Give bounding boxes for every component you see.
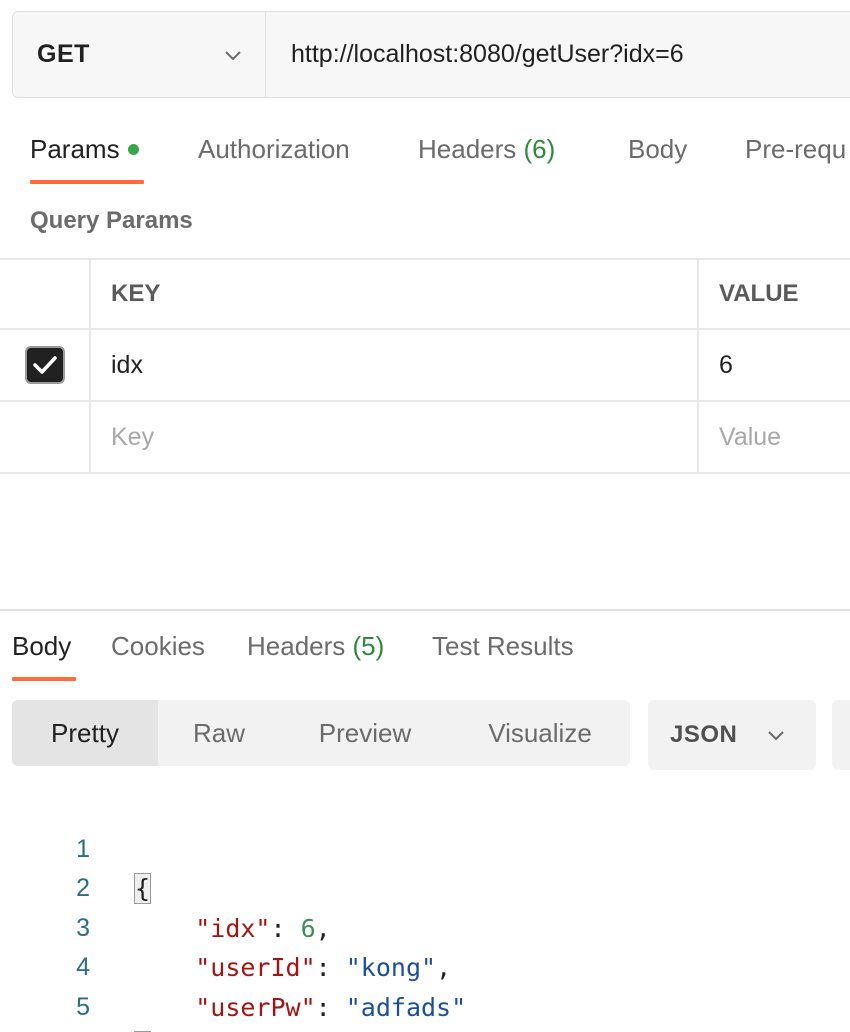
tab-response-headers-label: Headers xyxy=(247,631,346,661)
table-row: idx 6 xyxy=(0,330,850,402)
code-line: 2 "idx": 6, xyxy=(0,830,850,943)
open-brace: { xyxy=(133,873,152,904)
method-select[interactable]: GET xyxy=(13,12,266,97)
json-key: "userId" xyxy=(195,953,316,982)
tab-headers[interactable]: Headers (6) xyxy=(418,134,555,165)
view-mode-group: Pretty Raw Preview Visualize xyxy=(12,700,630,766)
view-pretty-button[interactable]: Pretty xyxy=(12,700,158,766)
tab-response-headers-count: (5) xyxy=(352,631,385,661)
json-comma: , xyxy=(315,913,331,943)
line-number: 2 xyxy=(76,874,90,902)
view-visualize-button[interactable]: Visualize xyxy=(488,717,592,748)
wrap-toggle-button[interactable] xyxy=(832,700,850,770)
json-value: "kong" xyxy=(345,953,437,982)
chevron-down-icon xyxy=(768,731,784,741)
tab-params-label: Params xyxy=(30,134,120,164)
line-number: 3 xyxy=(76,913,90,942)
tab-response-body[interactable]: Body xyxy=(12,631,72,661)
request-bar: GET xyxy=(12,11,850,98)
view-raw-button[interactable]: Raw xyxy=(192,717,245,748)
format-select[interactable]: JSON xyxy=(648,700,816,770)
json-value: 6 xyxy=(300,913,316,943)
tab-body[interactable]: Body xyxy=(628,134,688,164)
table-row-empty: Key Value xyxy=(0,402,850,474)
json-value: "adfads" xyxy=(345,992,467,1022)
tab-headers-count: (6) xyxy=(523,134,556,164)
response-tabs: Body Cookies Headers (5) Test Results xyxy=(0,611,850,686)
value-column-header: VALUE xyxy=(719,280,799,307)
param-value-cell[interactable]: 6 xyxy=(719,350,733,379)
pane-divider[interactable] xyxy=(0,609,850,611)
param-key-cell[interactable]: idx xyxy=(91,330,699,400)
key-column-header: KEY xyxy=(91,260,699,328)
chevron-down-icon xyxy=(225,50,241,60)
tab-headers-label: Headers xyxy=(418,134,517,164)
empty-check-cell xyxy=(0,402,91,472)
params-active-dot xyxy=(127,143,139,155)
json-key: "userPw" xyxy=(195,992,316,1022)
checkmark-icon xyxy=(32,356,57,374)
header-check-cell xyxy=(0,260,91,328)
format-label: JSON xyxy=(670,721,738,748)
line-number: 1 xyxy=(76,834,90,863)
query-params-table: KEY VALUE idx 6 Key Value xyxy=(0,258,850,474)
tab-cookies[interactable]: Cookies xyxy=(111,631,205,661)
request-tabs: Params Authorization Headers (6) Body Pr… xyxy=(0,118,850,188)
line-number: 5 xyxy=(76,992,90,1021)
line-number: 4 xyxy=(76,953,90,981)
tab-authorization[interactable]: Authorization xyxy=(198,134,350,164)
tab-prerequest[interactable]: Pre-requ xyxy=(745,134,847,164)
code-line: 4 "userPw": "adfads" xyxy=(0,909,850,1022)
new-value-input[interactable]: Value xyxy=(719,422,782,451)
json-key: "idx" xyxy=(195,913,271,943)
query-params-title: Query Params xyxy=(30,207,193,234)
code-line: 1 { xyxy=(0,790,850,904)
tab-response-headers[interactable]: Headers (5) xyxy=(247,631,384,662)
param-checkbox[interactable] xyxy=(24,346,65,384)
row-check-cell xyxy=(0,330,91,400)
tab-test-results[interactable]: Test Results xyxy=(432,631,574,661)
new-key-input[interactable]: Key xyxy=(91,402,699,472)
response-body-code: 1 { 2 "idx": 6, 3 "userId": "kong", 4 "u… xyxy=(0,790,850,1032)
url-input[interactable] xyxy=(266,12,850,97)
table-header-row: KEY VALUE xyxy=(0,258,850,330)
json-comma: , xyxy=(436,953,452,982)
code-line: 3 "userId": "kong", xyxy=(0,869,850,983)
tab-response-body-underline xyxy=(12,677,76,681)
tab-params[interactable]: Params xyxy=(30,134,139,165)
code-line: 5 } xyxy=(0,948,850,1032)
tab-params-underline xyxy=(30,180,144,184)
view-preview-button[interactable]: Preview xyxy=(318,717,412,748)
method-label: GET xyxy=(37,40,90,68)
